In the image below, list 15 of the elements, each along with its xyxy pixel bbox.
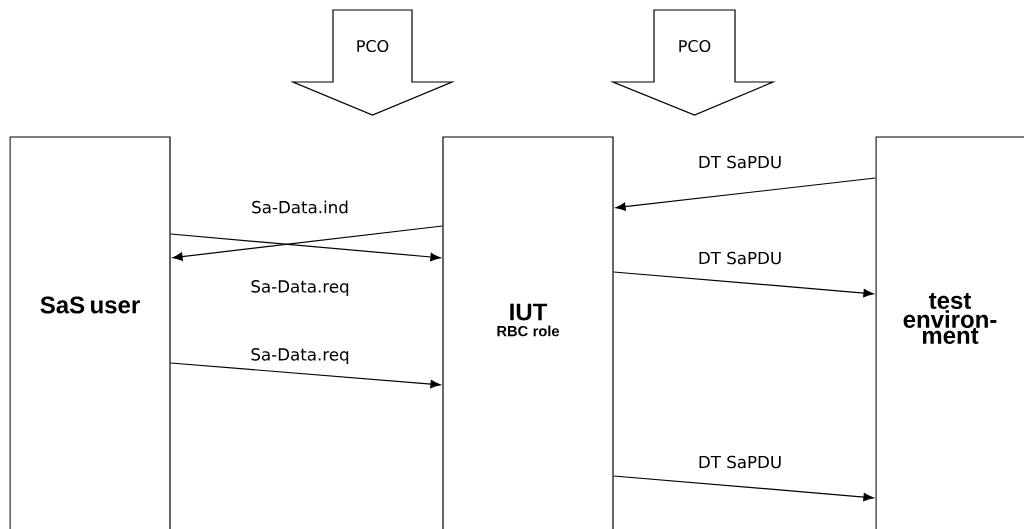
lifeline-box: SaS user — [9, 136, 171, 529]
edge-label: DT SaPDU — [696, 154, 784, 170]
edge-label: Sa-Data.req — [249, 278, 351, 298]
edge-label: Sa-Data.req — [249, 346, 351, 366]
edge-label: DT SaPDU — [696, 454, 784, 470]
arrow — [615, 177, 876, 211]
arrow — [170, 233, 441, 262]
arrow — [172, 225, 443, 261]
arrow — [170, 362, 441, 389]
arrow — [613, 475, 874, 502]
arrow — [613, 271, 874, 298]
lifeline-box: test environ-ment — [875, 136, 1024, 529]
edge-label: DT SaPDU — [696, 250, 784, 266]
edge-label: Sa-Data.ind — [249, 199, 351, 215]
lifeline-box: IUT RBC role — [442, 136, 614, 529]
